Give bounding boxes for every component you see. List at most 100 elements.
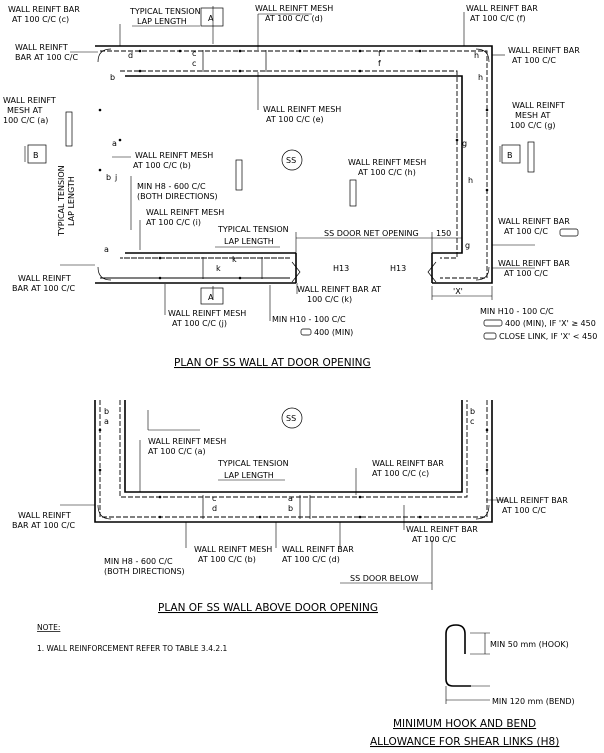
svg-text:c: c xyxy=(470,417,474,426)
mesh-symbol-h xyxy=(349,179,357,207)
label2-bar-c-2: AT 100 C/C (c) xyxy=(372,469,429,478)
label2-bar-r1-2: AT 100 C/C xyxy=(502,506,546,515)
svg-text:f: f xyxy=(378,59,381,68)
section-b-box-left xyxy=(27,144,47,164)
corner2-bl xyxy=(97,504,112,520)
label-section-a-top: A xyxy=(208,14,214,23)
label2-bar-d: WALL REINFT BAR xyxy=(282,545,354,554)
label2-mesh-b-2: AT 100 C/C (b) xyxy=(198,555,256,564)
svg-text:a: a xyxy=(104,417,109,426)
label2-ss: SS xyxy=(286,414,296,423)
svg-text:k: k xyxy=(216,264,221,273)
plan1-title: PLAN OF SS WALL AT DOOR OPENING xyxy=(174,357,371,369)
label2-bar-r2-2: AT 100 C/C xyxy=(412,535,456,544)
label-mesh-h: WALL REINFT MESH xyxy=(348,158,426,167)
svg-text:g: g xyxy=(465,241,470,250)
label-typ-tension-bottom: TYPICAL TENSION xyxy=(217,225,289,234)
link-symbol-4 xyxy=(300,328,312,336)
label-min-h8-2: (BOTH DIRECTIONS) xyxy=(137,192,218,201)
label-link-close: CLOSE LINK, IF 'X' < 450 xyxy=(499,332,597,341)
svg-text:a: a xyxy=(104,245,109,254)
label2-bar-c: WALL REINFT BAR xyxy=(372,459,444,468)
svg-text:k: k xyxy=(232,255,237,264)
label-lap-length-vert: LAP LENGTH xyxy=(67,176,76,226)
hook-label: MIN 50 mm (HOOK) xyxy=(490,640,569,649)
wall2-outer-bar xyxy=(99,400,488,518)
label-section-b-left: B xyxy=(33,151,39,160)
door-bar-right xyxy=(427,261,437,283)
svg-text:b: b xyxy=(106,173,111,182)
hook-bend-detail: MIN 50 mm (HOOK) MIN 120 mm (BEND) MINIM… xyxy=(370,624,575,748)
wall2-inner-outline xyxy=(124,400,463,493)
label-typ-tension-vert: TYPICAL TENSION xyxy=(57,165,66,237)
plan-above-door-opening: SS WALL REINFT MESH AT 100 C/C (a) TYPIC… xyxy=(12,400,568,614)
label-bar-r: WALL REINFT BAR xyxy=(498,217,570,226)
label-bar-f-2: AT 100 C/C (f) xyxy=(470,14,526,23)
hook-title-1: MINIMUM HOOK AND BEND xyxy=(393,718,536,730)
label-bar-tr-2: AT 100 C/C xyxy=(512,56,556,65)
label-min-h8: MIN H8 - 600 C/C xyxy=(137,182,206,191)
label2-mesh-a: WALL REINFT MESH xyxy=(148,437,226,446)
link-symbol-3 xyxy=(483,332,497,340)
svg-text:h: h xyxy=(474,51,479,60)
bar-marks-plan1: d c c f f h b h a g b j h a g k k xyxy=(104,49,483,273)
corner-bar-bl xyxy=(97,266,112,281)
label-bar-tl: WALL REINFT xyxy=(15,43,68,52)
svg-text:a: a xyxy=(288,494,293,503)
svg-text:h: h xyxy=(468,176,473,185)
door-bar-left xyxy=(291,261,301,283)
label-lap-length-top: LAP LENGTH xyxy=(137,17,187,26)
label-section-a-bottom: A xyxy=(208,293,214,302)
label2-mesh-b: WALL REINFT MESH xyxy=(194,545,272,554)
label-mesh-g: WALL REINFT xyxy=(512,101,565,110)
label-mesh-b-2: AT 100 C/C (b) xyxy=(133,161,191,170)
svg-text:c: c xyxy=(192,49,196,58)
label-section-b-right: B xyxy=(507,151,513,160)
label-door-net-opening: SS DOOR NET OPENING xyxy=(324,229,419,238)
svg-text:b: b xyxy=(470,407,475,416)
svg-text:j: j xyxy=(114,173,117,182)
wall2-inner-bar xyxy=(119,400,468,498)
label2-bar-r1: WALL REINFT BAR xyxy=(496,496,568,505)
label-bar-r-2: AT 100 C/C xyxy=(504,227,548,236)
hook-title-2: ALLOWANCE FOR SHEAR LINKS (H8) xyxy=(370,736,559,748)
wall2-outer-outline xyxy=(94,400,493,523)
label-lap-length-bottom: LAP LENGTH xyxy=(224,237,274,246)
mesh-symbol-a xyxy=(65,111,73,147)
svg-text:b: b xyxy=(110,73,115,82)
inner-reinft-bar xyxy=(120,70,458,259)
ss-marker xyxy=(281,149,303,171)
label-mesh-i: WALL REINFT MESH xyxy=(146,208,224,217)
label-dim-150: 150 xyxy=(436,229,451,238)
label2-bar-d-2: AT 100 C/C (d) xyxy=(282,555,340,564)
label-bar-br: WALL REINFT BAR xyxy=(498,259,570,268)
corner-bar-tl xyxy=(97,48,112,63)
label2-lap-length: LAP LENGTH xyxy=(224,471,274,480)
label-min-h10-k: MIN H10 - 100 C/C xyxy=(272,315,346,324)
bar-dots-2 xyxy=(98,428,489,519)
wall-inner-outline xyxy=(125,75,463,254)
label-bar-tr: WALL REINFT BAR xyxy=(508,46,580,55)
bar-marks-plan2: b a b c c d a b xyxy=(104,407,475,513)
label-mesh-e: WALL REINFT MESH xyxy=(263,105,341,114)
plan-at-door-opening: WALL REINFT BAR AT 100 C/C (c) TYPICAL T… xyxy=(3,4,597,369)
svg-text:c: c xyxy=(212,494,216,503)
corner-bar-tr xyxy=(475,48,490,63)
outer-reinft-bar xyxy=(100,50,488,279)
svg-text:d: d xyxy=(212,504,217,513)
label-mesh-a-3: 100 C/C (a) xyxy=(3,116,48,125)
ss-marker-2 xyxy=(281,407,303,429)
label-min-h10-r: MIN H10 - 100 C/C xyxy=(480,307,554,316)
label-bar-tl-2: BAR AT 100 C/C xyxy=(15,53,78,62)
label-bar-bl-2: BAR AT 100 C/C xyxy=(12,284,75,293)
bend-label: MIN 120 mm (BEND) xyxy=(492,697,575,706)
label-link-400: 400 (MIN), IF 'X' ≥ 450 xyxy=(505,319,596,328)
svg-text:c: c xyxy=(192,59,196,68)
label-bar-br-2: AT 100 C/C xyxy=(504,269,548,278)
label-mesh-h-2: AT 100 C/C (h) xyxy=(358,168,416,177)
label2-typ-tension: TYPICAL TENSION xyxy=(217,459,289,468)
label-bar-k: WALL REINFT BAR AT xyxy=(297,285,381,294)
svg-text:b: b xyxy=(104,407,109,416)
label-dim-x: 'X' xyxy=(453,287,463,296)
mesh-symbol-g xyxy=(527,141,535,173)
